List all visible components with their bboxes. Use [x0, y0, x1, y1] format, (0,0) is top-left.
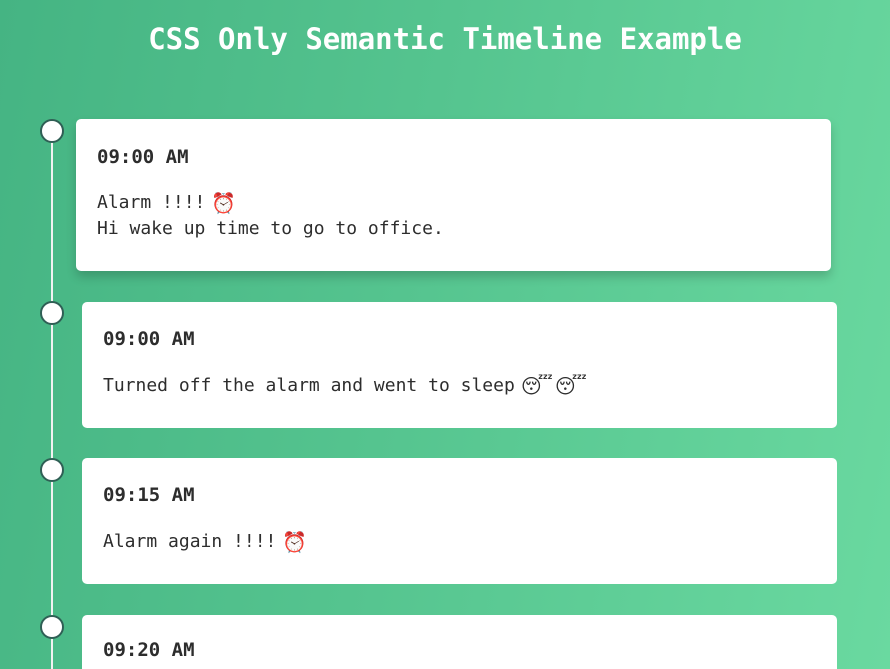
timeline-event-card: 09:00 AM Turned off the alarm and went t…	[82, 302, 837, 428]
alarm-clock-icon: ⏰	[211, 191, 237, 215]
timeline-dot	[40, 119, 64, 143]
event-time: 09:00 AM	[103, 328, 195, 350]
event-text: Alarm again !!!!⏰	[103, 529, 307, 555]
event-text-line: Alarm !!!!	[97, 192, 206, 213]
timeline-dot	[40, 615, 64, 639]
alarm-clock-icon: ⏰	[282, 530, 308, 554]
event-time: 09:20 AM	[103, 639, 195, 661]
timeline-event-card: 09:00 AM Alarm !!!!⏰ Hi wake up time to …	[76, 119, 831, 271]
timeline-event-card: 09:15 AM Alarm again !!!!⏰	[82, 458, 837, 584]
timeline-event-card: 09:20 AM	[82, 615, 837, 669]
timeline-dot	[40, 458, 64, 482]
event-time: 09:00 AM	[97, 146, 189, 168]
event-text-line: Alarm again !!!!	[103, 531, 277, 552]
event-time: 09:15 AM	[103, 484, 195, 506]
timeline-line	[51, 130, 53, 669]
sleeping-face-icon: 😴	[520, 374, 553, 398]
event-text-line: Turned off the alarm and went to sleep	[103, 375, 515, 396]
page-title: CSS Only Semantic Timeline Example	[148, 22, 742, 56]
sleeping-face-icon: 😴	[554, 374, 587, 398]
event-text: Turned off the alarm and went to sleep😴😴	[103, 373, 587, 399]
timeline-dot	[40, 301, 64, 325]
event-text: Alarm !!!!⏰ Hi wake up time to go to off…	[97, 190, 444, 242]
event-text-line: Hi wake up time to go to office.	[97, 218, 444, 239]
